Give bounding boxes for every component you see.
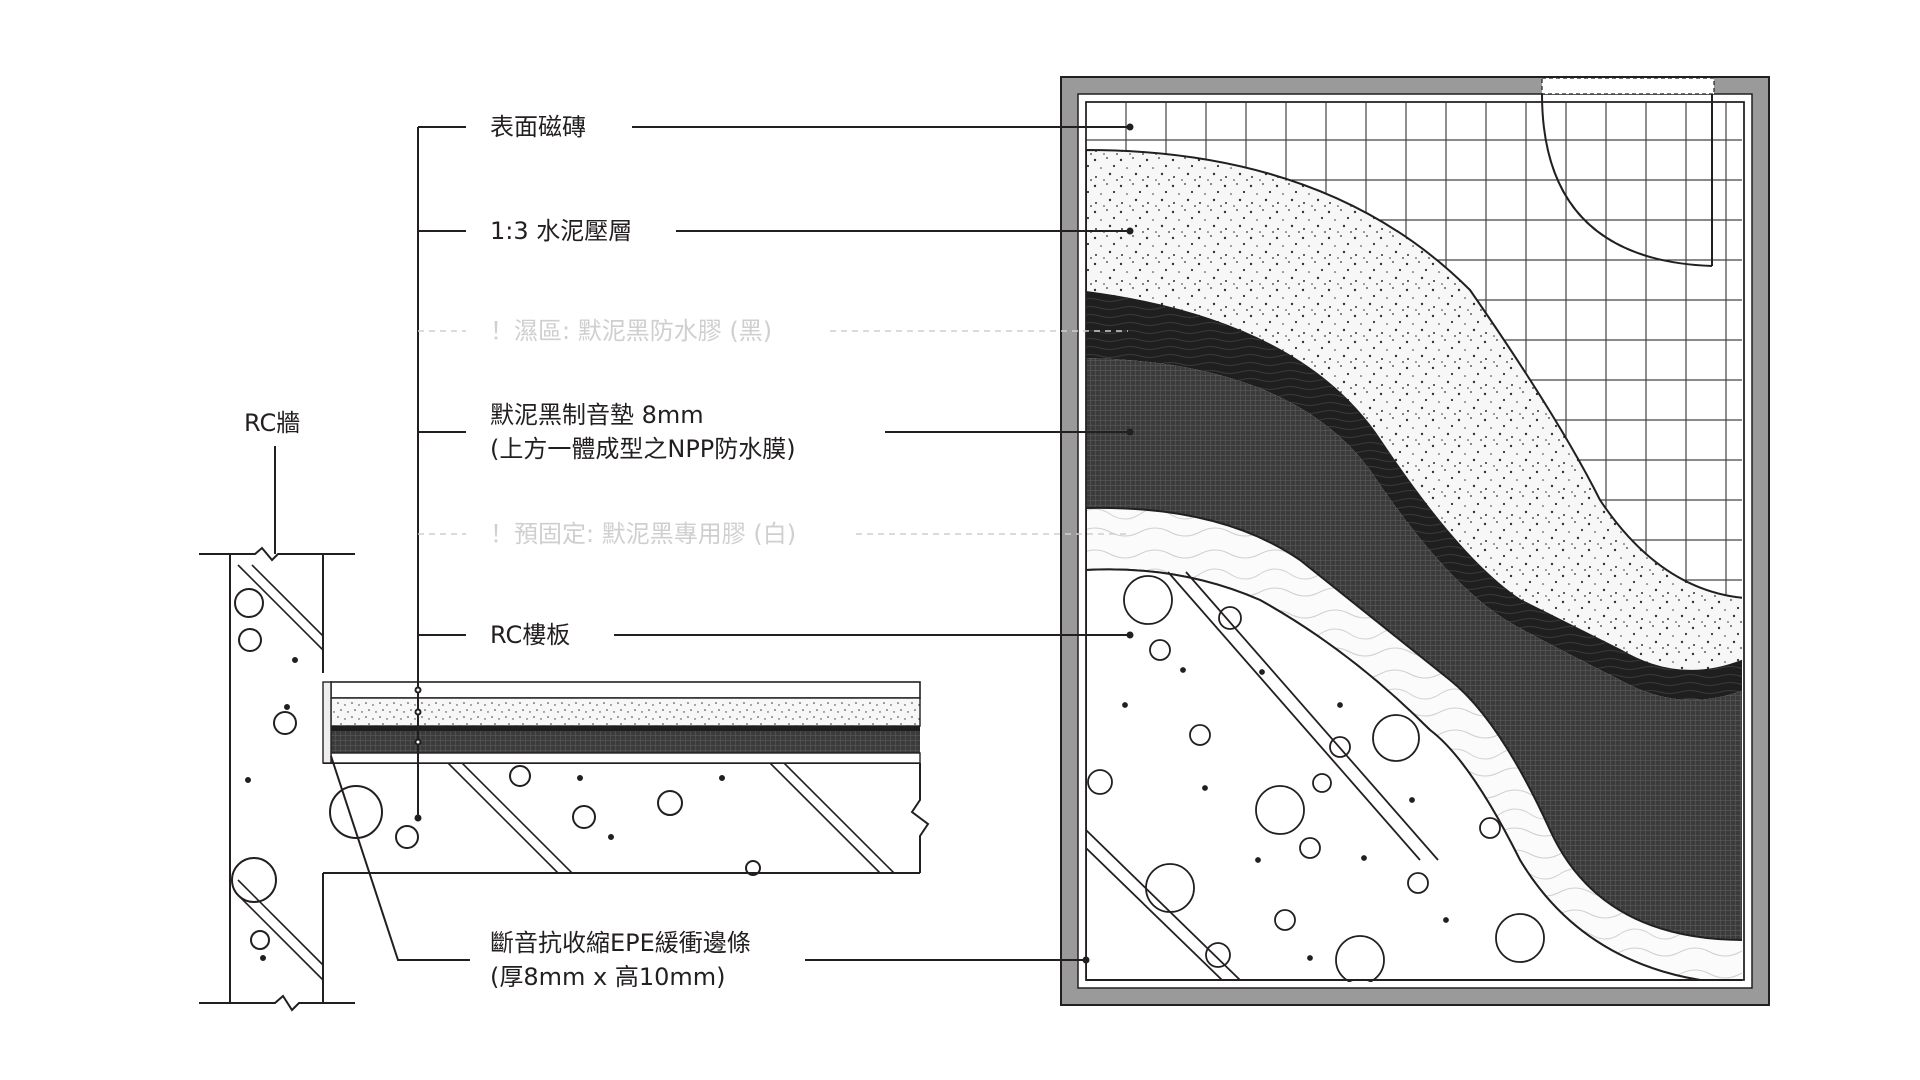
label-mortar: 1:3 水泥壓層 (490, 217, 633, 245)
door-swing (1541, 77, 1715, 267)
membrane-layer (1086, 292, 1742, 700)
floor-layers (322, 681, 921, 764)
label-acoustic-pad-sub: (上方一體成型之NPP防水膜) (490, 435, 796, 463)
faint-leader-lines (418, 330, 1128, 535)
left-wall-section (199, 546, 930, 1012)
right-detail (1060, 76, 1770, 1006)
label-prefix-note: ！預固定: 默泥黑專用膠 (白) (490, 520, 797, 548)
label-edge-strip-sub: (厚8mm x 高10mm) (490, 963, 726, 991)
acoustic-pad-layer (1086, 358, 1742, 940)
label-wet-area-note: ！濕區: 默泥黑防水膠 (黑) (490, 317, 773, 345)
leader-lines (274, 123, 1134, 964)
rc-slab-detail (1086, 568, 1701, 981)
label-rc-wall: RC牆 (244, 409, 301, 437)
label-rc-slab: RC樓板 (490, 621, 571, 649)
label-surface-tile: 表面磁磚 (490, 113, 586, 141)
label-acoustic-pad: 默泥黑制音墊 8mm (490, 401, 704, 429)
label-edge-strip: 斷音抗收縮EPE緩衝邊條 (490, 929, 751, 957)
